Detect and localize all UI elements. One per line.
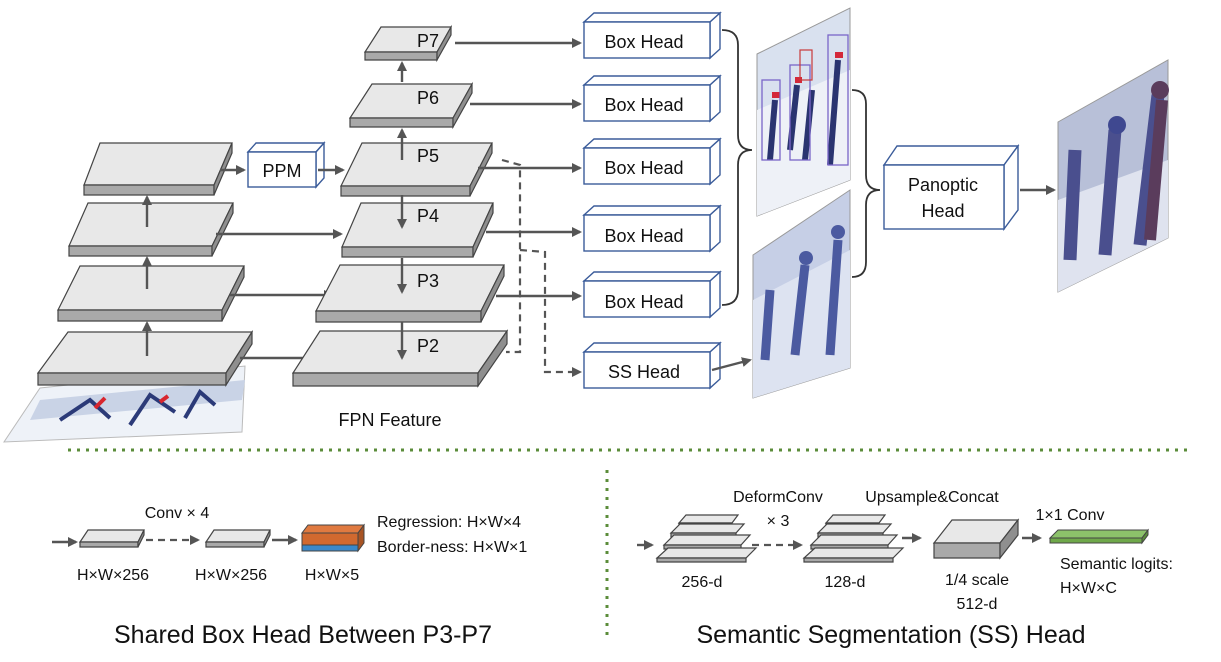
box-head-caption: Shared Box Head Between P3-P7 (114, 621, 492, 649)
fpn-level-p7: P7 (363, 24, 453, 63)
fpn-level-p5: P5 (340, 142, 493, 197)
segmentation-output-image (752, 189, 851, 399)
upsample-label: Upsample&Concat (865, 489, 999, 506)
backbone-layer-2 (57, 265, 245, 322)
panoptic-label-line1: Panoptic (908, 175, 978, 195)
feature-stack-128 (802, 514, 905, 563)
feature-block-1 (78, 529, 145, 548)
ss-head: SS Head (582, 341, 722, 390)
dim-label-2: H×W×256 (195, 567, 267, 584)
panoptic-output-image (1057, 59, 1169, 293)
feature-stack-256 (655, 514, 758, 563)
p6-label: P6 (417, 88, 439, 108)
concat-block (932, 518, 1020, 560)
box-head-label: Box Head (604, 158, 683, 178)
detection-output-image (756, 7, 851, 217)
box-head-label: Box Head (604, 226, 683, 246)
p2-label: P2 (417, 336, 439, 356)
box-head-p6: Box Head (582, 74, 722, 123)
box-head-p3: Box Head (582, 270, 722, 319)
backbone-layer-3 (68, 202, 234, 257)
p3-label: P3 (417, 271, 439, 291)
p4-label: P4 (417, 206, 439, 226)
dim-label-3: H×W×5 (305, 567, 359, 584)
box-head-p5: Box Head (582, 137, 722, 186)
box-head-p4: Box Head (582, 204, 722, 253)
feature-block-2 (204, 529, 271, 548)
fpn-level-p4: P4 (341, 202, 494, 258)
output-block (301, 523, 365, 553)
box-head-label: Box Head (604, 32, 683, 52)
borderness-label: Border-ness: H×W×1 (377, 539, 527, 556)
conv1x1-label: 1×1 Conv (1036, 507, 1105, 524)
dim-256-label: 256-d (682, 574, 723, 591)
ss-head-caption: Semantic Segmentation (SS) Head (696, 621, 1085, 649)
semantic-logits-dim: H×W×C (1060, 580, 1117, 597)
ppm-label: PPM (262, 161, 301, 181)
ppm-block: PPM (246, 141, 326, 189)
dim-128-label: 128-d (825, 574, 866, 591)
fpn-feature-label: FPN Feature (338, 410, 441, 430)
box-head-label: Box Head (604, 292, 683, 312)
box-head-detail: Conv × 4 H×W×256 H×W×256 H×W×5 Regressio… (52, 505, 527, 649)
semantic-logits-block (1048, 528, 1149, 545)
ss-head-label: SS Head (608, 362, 680, 382)
box-head-p7: Box Head (582, 11, 722, 60)
fpn-level-p6: P6 (348, 81, 474, 130)
regression-label: Regression: H×W×4 (377, 514, 521, 531)
backbone-layer-4 (83, 142, 233, 196)
backbone-layer-1 (36, 329, 254, 388)
semantic-logits-label: Semantic logits: (1060, 556, 1173, 573)
panoptic-head: Panoptic Head (882, 143, 1020, 232)
box-head-label: Box Head (604, 95, 683, 115)
scale-label: 1/4 scale (945, 572, 1009, 589)
ss-head-detail: DeformConv × 3 Upsample&Concat 1×1 Conv … (637, 489, 1173, 649)
p7-label: P7 (417, 31, 439, 51)
deformconv-label: DeformConv (733, 489, 823, 506)
dim-label-1: H×W×256 (77, 567, 149, 584)
panoptic-label-line2: Head (921, 201, 964, 221)
conv-label: Conv × 4 (145, 505, 210, 522)
p5-label: P5 (417, 146, 439, 166)
deformconv-count: × 3 (767, 513, 790, 530)
fpn-level-p3: P3 (315, 264, 505, 323)
fpn-level-p2: P2 (291, 329, 509, 388)
dim-512-label: 512-d (957, 596, 998, 613)
